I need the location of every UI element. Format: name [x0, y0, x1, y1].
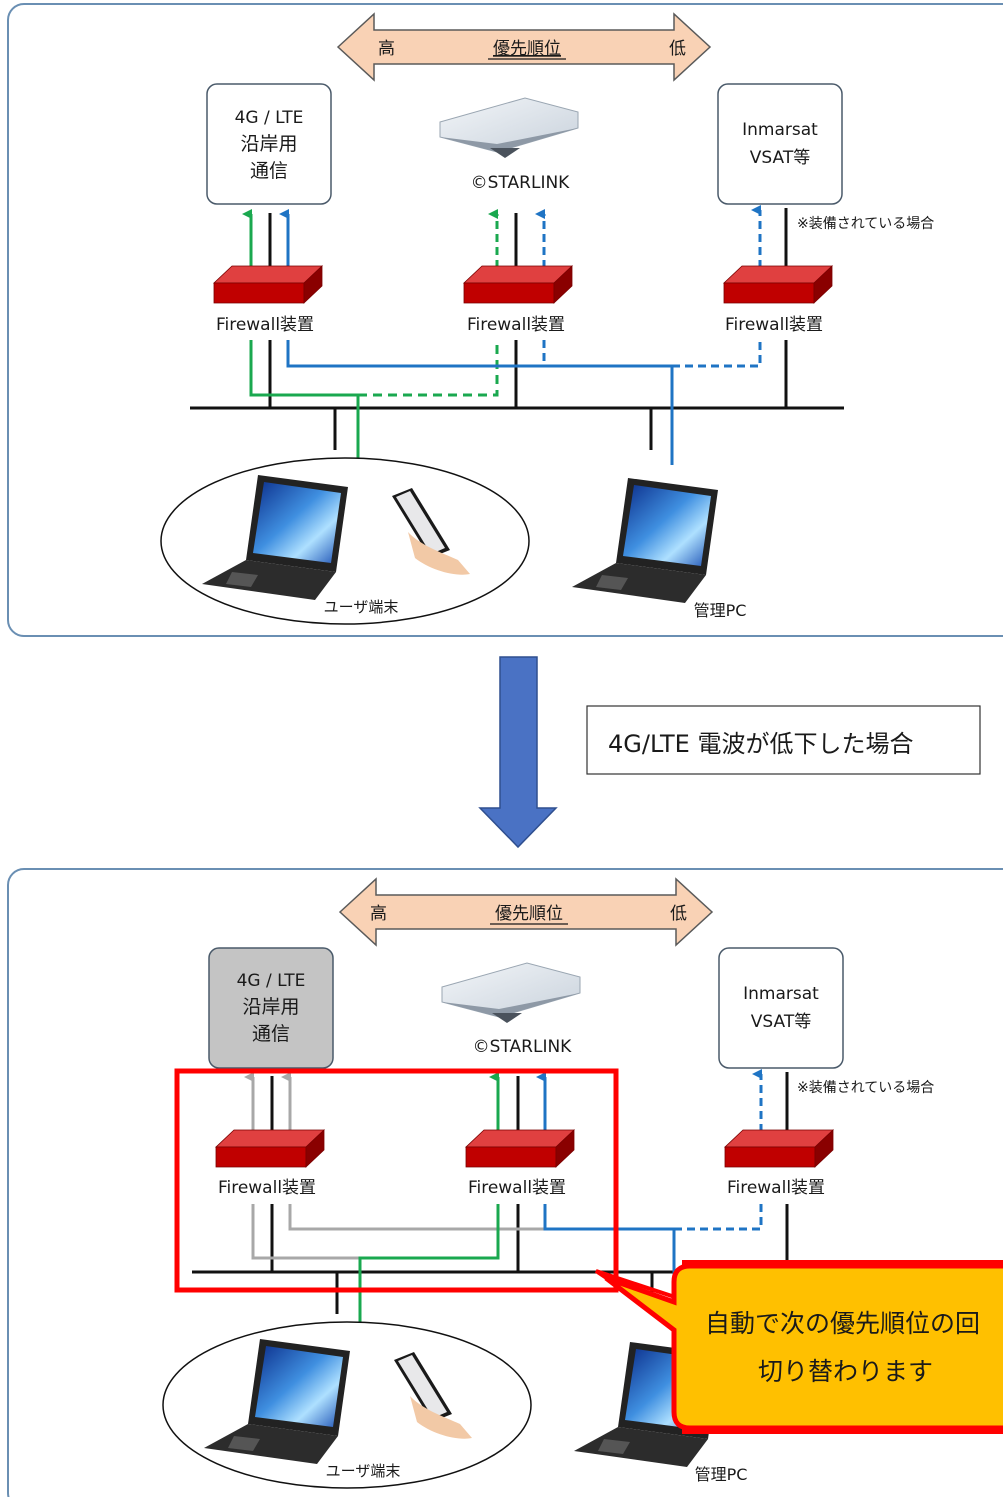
inmarsat-box: Inmarsat VSAT等 — [717, 83, 843, 205]
condition-box — [586, 705, 981, 775]
double-arrow-icon — [338, 877, 714, 947]
transition: 4G/LTE 電波が低下した場合 — [478, 656, 981, 849]
callout-line-2: 切り替わります — [758, 1357, 933, 1386]
firewall-label: Firewall装置 — [468, 1178, 566, 1198]
user-route-active — [249, 340, 360, 465]
admin-route-active — [543, 1204, 676, 1300]
user-route-inactive — [251, 1204, 360, 1260]
firewall-label: Firewall装置 — [467, 315, 565, 335]
starlink-dish-icon — [441, 962, 581, 1023]
user-terminal-label: ユーザ端末 — [324, 598, 399, 616]
firewall-icon — [464, 1129, 576, 1168]
condition-label: 4G/LTE 電波が低下した場合 — [608, 730, 913, 758]
user-route-active — [358, 1204, 500, 1330]
starlink-label: ©STARLINK — [471, 173, 570, 193]
firewall-label: Firewall装置 — [216, 315, 314, 335]
firewall-icon — [462, 265, 574, 304]
lte-box-degraded: 4G / LTE 沿岸用 通信 — [208, 947, 334, 1069]
inmarsat-line-2: VSAT等 — [751, 1012, 811, 1032]
priority-label: 優先順位 — [493, 39, 561, 59]
admin-pc-label: 管理PC — [695, 1465, 748, 1484]
lte-line-2: 沿岸用 — [242, 996, 299, 1018]
firewall-label: Firewall装置 — [727, 1178, 825, 1198]
panel-before: 高 優先順位 低 4G / LTE 沿岸用 通信 ©STARLINK Inmar… — [7, 3, 1003, 637]
lte-line-3: 通信 — [252, 1023, 290, 1045]
panel-after: 高 優先順位 低 4G / LTE 沿岸用 通信 ©STARLINK Inmar… — [7, 868, 1003, 1497]
firewall-label: Firewall装置 — [218, 1178, 316, 1198]
priority-label: 優先順位 — [495, 904, 563, 924]
inmarsat-line-2: VSAT等 — [750, 148, 810, 168]
callout-line-1: 自動で次の優先順位の回 — [705, 1309, 980, 1338]
firewall-icon — [212, 265, 324, 304]
user-route-standby — [358, 340, 499, 397]
starlink-label: ©STARLINK — [473, 1037, 572, 1057]
callout: 自動で次の優先順位の回 切り替わります — [594, 1260, 1003, 1434]
lte-line-2: 沿岸用 — [240, 133, 297, 155]
inmarsat-box: Inmarsat VSAT等 — [718, 947, 844, 1069]
admin-route-active — [286, 340, 674, 465]
down-arrow-icon — [478, 656, 558, 849]
priority-high: 高 — [370, 904, 387, 924]
inmarsat-line-1: Inmarsat — [742, 120, 818, 140]
if-equipped-note: ※装備されている場合 — [797, 216, 934, 232]
switchover-highlight — [174, 1068, 619, 1293]
starlink-dish-icon — [439, 97, 579, 158]
priority-arrow: 高 優先順位 低 — [338, 877, 714, 947]
admin-pc-label: 管理PC — [694, 601, 747, 620]
inmarsat-line-1: Inmarsat — [743, 984, 819, 1004]
smartphone-icon — [392, 488, 470, 575]
laptop-icon — [572, 478, 718, 603]
callout-bubble — [604, 1263, 1003, 1431]
firewall-icon — [214, 1129, 326, 1168]
priority-arrow: 高 優先順位 低 — [336, 12, 712, 82]
lte-box: 4G / LTE 沿岸用 通信 — [206, 83, 332, 205]
smartphone-icon — [394, 1352, 472, 1439]
double-arrow-icon — [336, 12, 712, 82]
if-equipped-note: ※装備されている場合 — [797, 1080, 934, 1096]
priority-low: 低 — [670, 904, 687, 924]
firewall-label: Firewall装置 — [725, 315, 823, 335]
laptop-icon — [202, 475, 348, 600]
priority-high: 高 — [378, 39, 395, 59]
lte-line-1: 4G / LTE — [237, 971, 306, 991]
priority-low: 低 — [669, 39, 686, 59]
admin-route-inactive — [288, 1204, 545, 1231]
user-terminal-label: ユーザ端末 — [326, 1462, 401, 1480]
firewall-icon — [722, 265, 834, 304]
firewall-icon — [723, 1129, 835, 1168]
laptop-icon — [204, 1339, 350, 1464]
lte-line-3: 通信 — [250, 160, 288, 182]
lte-line-1: 4G / LTE — [235, 108, 304, 128]
